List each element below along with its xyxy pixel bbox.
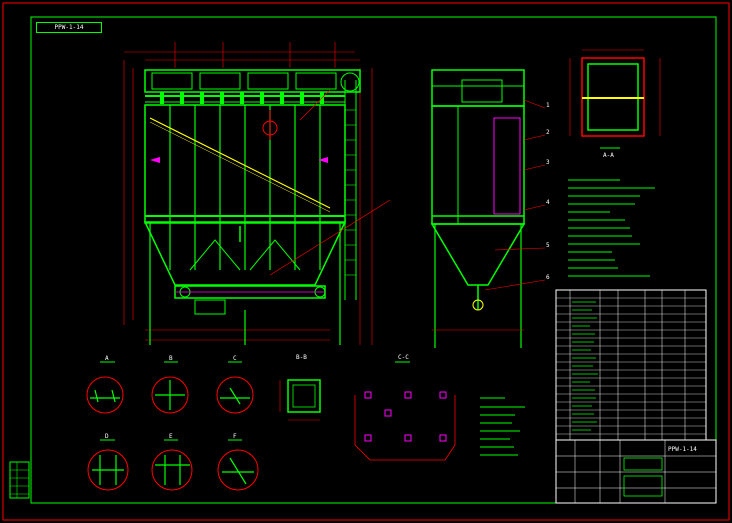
drawing-number: PPW-1-14: [668, 446, 697, 453]
side-elevation: [430, 69, 546, 348]
title-block: [555, 439, 717, 504]
section-a-a: [569, 49, 661, 149]
detail-label-b: B: [169, 355, 173, 362]
section-square: [279, 379, 321, 421]
notes-lower: [480, 397, 525, 456]
detail-label-f: F: [233, 433, 237, 440]
binding-strip: [9, 461, 30, 499]
inner-frame: [30, 16, 717, 504]
section-label-cc: C-C: [398, 354, 409, 361]
detail-label-a: A: [105, 355, 109, 362]
part-label-4: 4: [546, 199, 550, 206]
parts-list-table: [555, 289, 707, 441]
detail-label-d: D: [105, 433, 109, 440]
detail-label-c: C: [233, 355, 237, 362]
section-label-bb: B-B: [296, 354, 307, 361]
sheet-tag: PPW-1-14: [36, 22, 102, 33]
detail-label-e: E: [169, 433, 173, 440]
part-label-1: 1: [546, 102, 550, 109]
section-label-aa: A-A: [603, 152, 614, 159]
part-label-3: 3: [546, 159, 550, 166]
part-label-2: 2: [546, 129, 550, 136]
part-label-5: 5: [546, 242, 550, 249]
part-label-6: 6: [546, 274, 550, 281]
anchor-bolt-plan: [354, 361, 456, 461]
front-elevation: [123, 42, 391, 345]
detail-views: [86, 361, 259, 491]
technical-notes: [568, 179, 655, 277]
